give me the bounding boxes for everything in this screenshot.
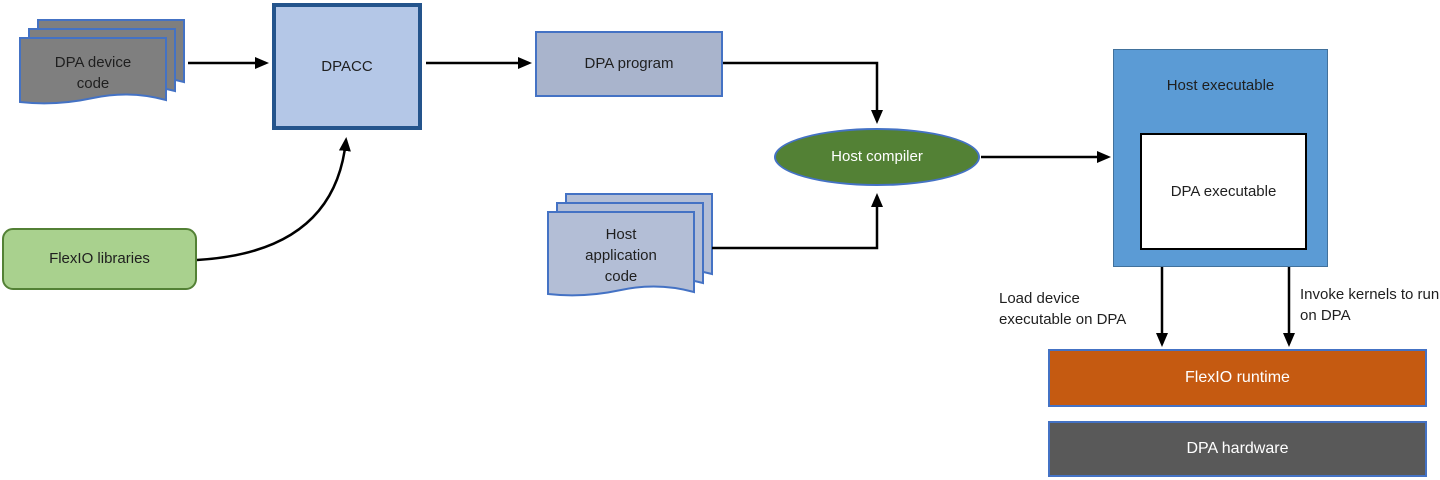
dpa-hardware-label: DPA hardware: [1186, 440, 1289, 457]
dpa-executable-box: DPA executable: [1140, 133, 1307, 250]
dpacc-label: DPACC: [321, 57, 373, 75]
flexio-libraries-box: FlexIO libraries: [2, 228, 197, 290]
host-compiler-ellipse: Host compiler: [774, 128, 980, 186]
document-shape: [547, 211, 695, 297]
flexio-libraries-label: FlexIO libraries: [49, 250, 150, 267]
dpacc-box: DPACC: [272, 3, 422, 130]
document-shape: [19, 37, 167, 105]
dpa-program-label: DPA program: [584, 55, 674, 72]
flexio-runtime-label: FlexIO runtime: [1185, 369, 1290, 386]
host-application-code-label: Host application code: [585, 225, 657, 285]
host-compiler-label: Host compiler: [831, 148, 923, 165]
arrow-host-app-code-to-host-compiler: [712, 193, 883, 250]
arrow-flexio-libraries-to-dpacc: [196, 137, 351, 262]
dpa-program-box: DPA program: [535, 31, 723, 97]
host-application-code-document-stack: [547, 193, 713, 297]
dpa-device-code-label: DPA device code: [54, 54, 132, 92]
dpa-hardware-bar: DPA hardware: [1048, 421, 1427, 477]
dpa-device-code-document-stack: [19, 19, 185, 105]
load-device-executable-annotation: Load device executable on DPA: [999, 290, 1127, 328]
arrow-dpa-program-to-host-compiler: [723, 61, 883, 124]
invoke-kernels-annotation: Invoke kernels to run on DPA: [1300, 286, 1440, 324]
host-executable-label: Host executable: [1166, 77, 1275, 94]
dpa-executable-label: DPA executable: [1170, 182, 1277, 200]
host-executable-box: Host executable DPA executable: [1113, 49, 1328, 267]
flexio-runtime-bar: FlexIO runtime: [1048, 349, 1427, 407]
